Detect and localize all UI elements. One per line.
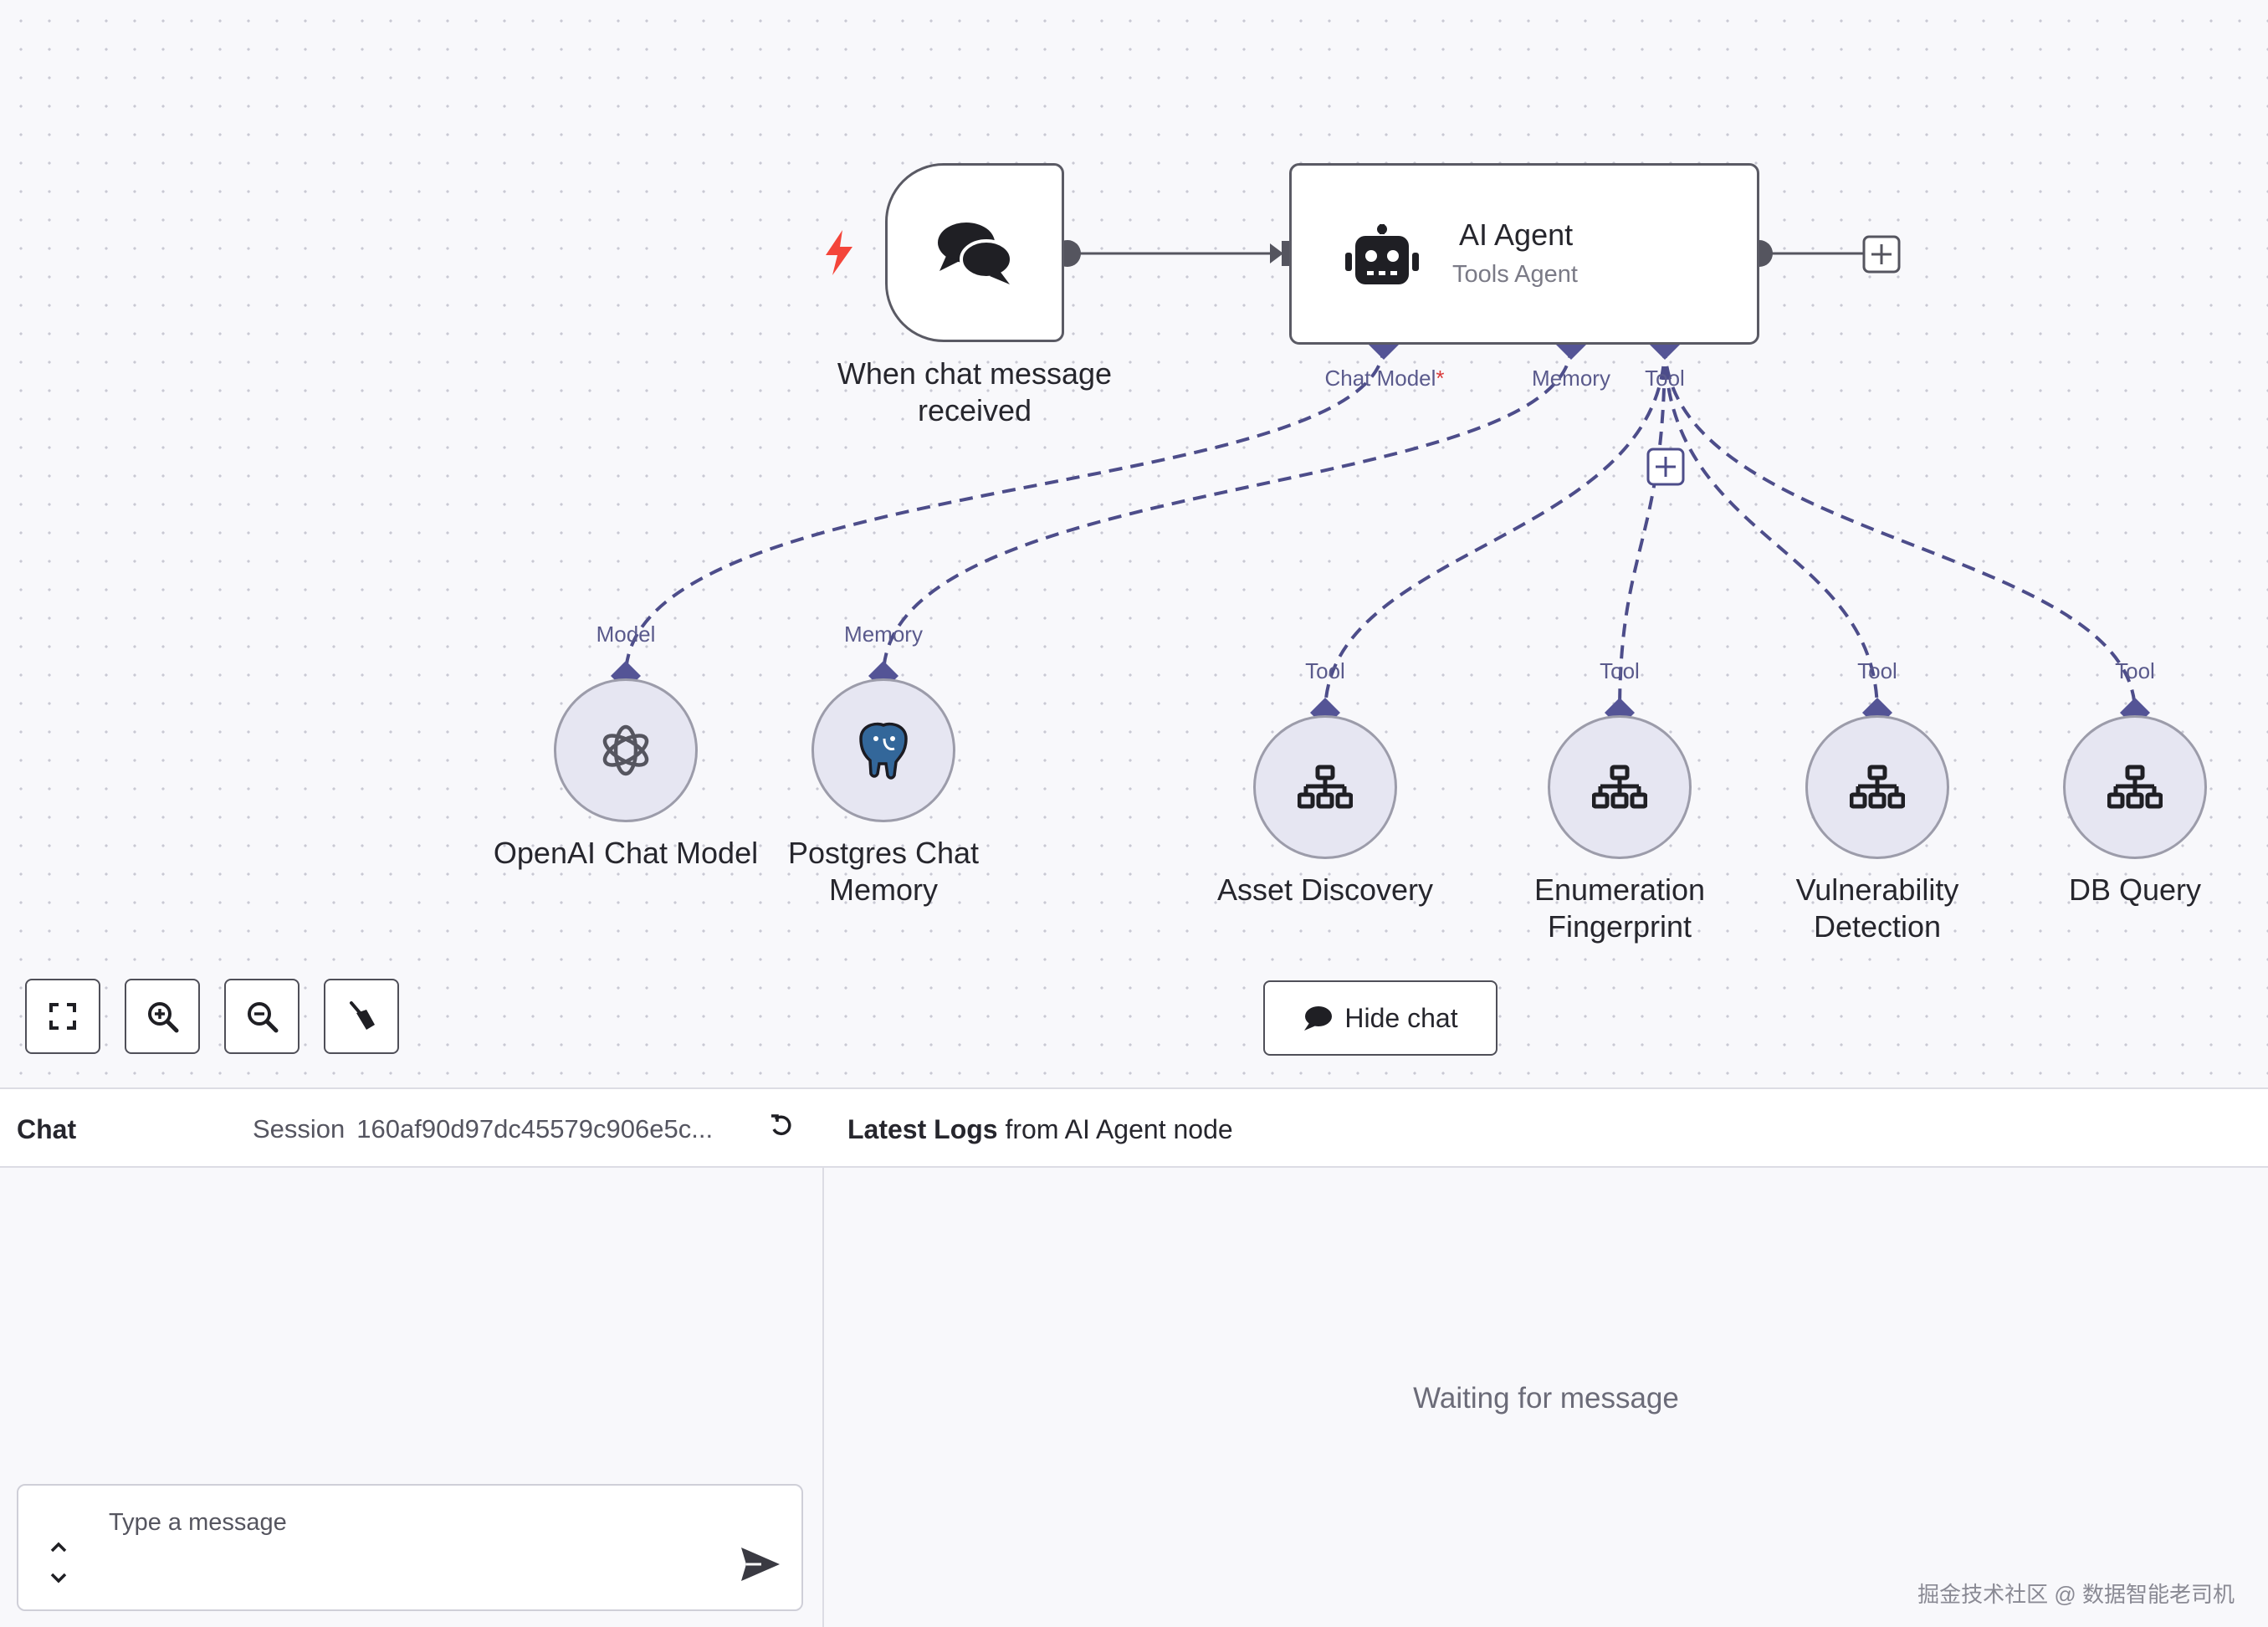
tidy-up-button[interactable] bbox=[324, 979, 399, 1054]
edge-tool-enum bbox=[1618, 344, 1666, 714]
asset-discovery-label: Asset Discovery bbox=[1216, 872, 1434, 907]
send-icon bbox=[741, 1548, 780, 1581]
chat-input-box bbox=[17, 1484, 803, 1611]
session-label: Session bbox=[253, 1114, 346, 1144]
port-label-model: Model bbox=[596, 622, 656, 647]
trigger-node[interactable] bbox=[885, 163, 1064, 342]
bottom-panel: Chat Session 160af90d97dc45579c906e5c... bbox=[0, 1087, 2268, 1627]
enumeration-fingerprint-label: Enumeration Fingerprint bbox=[1533, 872, 1706, 944]
session-info: Session 160af90d97dc45579c906e5c... bbox=[253, 1114, 713, 1144]
db-query-node[interactable] bbox=[2063, 715, 2207, 859]
sitemap-icon bbox=[2107, 765, 2163, 809]
chat-panel: Chat Session 160af90d97dc45579c906e5c... bbox=[0, 1089, 824, 1627]
logs-title: Latest Logs from AI Agent node bbox=[847, 1114, 1233, 1144]
edge-tool-vuln bbox=[1663, 344, 1879, 714]
zoom-in-button[interactable] bbox=[125, 979, 200, 1054]
port-label-tool-vuln: Tool bbox=[1857, 658, 1897, 683]
edge-tool-db bbox=[1663, 344, 2137, 714]
asset-discovery-node[interactable] bbox=[1253, 715, 1397, 859]
port-label-tool: Tool bbox=[1645, 366, 1685, 391]
fit-view-button[interactable] bbox=[25, 979, 100, 1054]
openai-chat-model-node[interactable] bbox=[554, 678, 698, 822]
vulnerability-detection-label: Vulnerability Detection bbox=[1795, 872, 1959, 944]
add-tool-button[interactable] bbox=[1646, 448, 1685, 486]
chat-header: Chat Session 160af90d97dc45579c906e5c... bbox=[0, 1089, 824, 1168]
trigger-bolt-icon bbox=[826, 230, 852, 275]
edge-memory bbox=[882, 344, 1573, 677]
logs-header: Latest Logs from AI Agent node bbox=[824, 1089, 2268, 1168]
agent-title: AI Agent bbox=[1459, 217, 1574, 252]
openai-icon bbox=[602, 724, 649, 776]
chat-message-input[interactable] bbox=[107, 1507, 730, 1586]
port-label-memory-sub: Memory bbox=[844, 622, 923, 647]
port-label-tool-db: Tool bbox=[2115, 658, 2155, 683]
openai-node-label: OpenAI Chat Model bbox=[493, 836, 759, 870]
send-button[interactable] bbox=[740, 1546, 781, 1587]
sitemap-icon bbox=[1298, 765, 1353, 809]
edge-chat-model bbox=[624, 344, 1385, 677]
watermark: 掘金技术社区 @ 数据智能老司机 bbox=[1917, 1582, 2235, 1607]
hide-chat-button[interactable]: Hide chat bbox=[1263, 980, 1497, 1056]
chat-title: Chat bbox=[17, 1114, 77, 1144]
session-id[interactable]: 160af90d97dc45579c906e5c... bbox=[356, 1114, 714, 1144]
chevron-up-down-icon bbox=[50, 1542, 67, 1584]
logs-panel: Latest Logs from AI Agent node Waiting f… bbox=[824, 1089, 2268, 1627]
workflow-canvas[interactable]: When chat message received AI Agent Tool… bbox=[0, 0, 2268, 1087]
chat-bubbles-icon bbox=[938, 223, 1013, 284]
agent-input-handle[interactable] bbox=[1282, 241, 1290, 266]
expand-icon bbox=[49, 1003, 76, 1030]
trigger-node-label: When chat message received bbox=[837, 356, 1113, 427]
zoom-out-button[interactable] bbox=[224, 979, 299, 1054]
connection-arrow bbox=[1270, 243, 1283, 263]
add-node-after-agent[interactable] bbox=[1862, 235, 1901, 274]
sitemap-icon bbox=[1850, 765, 1905, 809]
edge-tool-asset bbox=[1323, 344, 1666, 714]
port-label-tool-asset: Tool bbox=[1305, 658, 1345, 683]
db-query-label: DB Query bbox=[2068, 872, 2202, 907]
port-label-chat-model: Chat Model* bbox=[1324, 366, 1445, 391]
history-stepper[interactable] bbox=[49, 1537, 69, 1592]
ai-agent-node[interactable]: AI Agent Tools Agent bbox=[1289, 163, 1759, 345]
agent-subtitle: Tools Agent bbox=[1452, 261, 1578, 288]
zoom-out-icon bbox=[248, 1002, 279, 1033]
refresh-icon bbox=[771, 1114, 791, 1136]
broom-icon bbox=[350, 1001, 375, 1030]
robot-icon bbox=[1345, 224, 1419, 284]
port-label-tool-enum: Tool bbox=[1600, 658, 1640, 683]
sitemap-icon bbox=[1592, 765, 1647, 809]
logs-empty-state: Waiting for message bbox=[1413, 1382, 1679, 1415]
postgres-elephant-icon bbox=[859, 722, 908, 780]
port-label-memory: Memory bbox=[1532, 366, 1610, 391]
reset-session-button[interactable] bbox=[768, 1113, 795, 1144]
postgres-node-label: Postgres Chat Memory bbox=[787, 836, 980, 907]
hide-chat-label: Hide chat bbox=[1344, 1002, 1458, 1033]
vulnerability-detection-node[interactable] bbox=[1805, 715, 1949, 859]
chat-bubble-icon bbox=[1304, 1006, 1333, 1031]
enumeration-fingerprint-node[interactable] bbox=[1548, 715, 1692, 859]
postgres-memory-node[interactable] bbox=[811, 678, 955, 822]
zoom-in-icon bbox=[148, 1002, 179, 1033]
